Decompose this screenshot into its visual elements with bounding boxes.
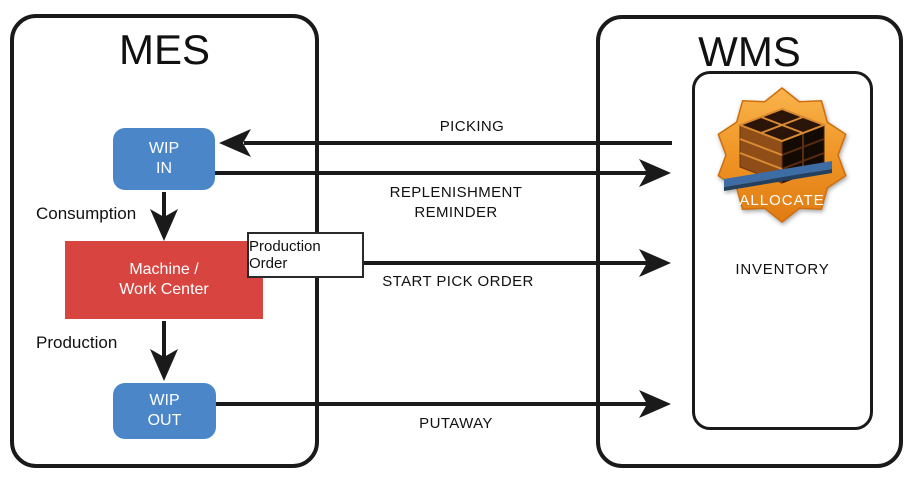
production-order-label: Production Order [249,238,321,272]
replenishment-label: REPLENISHMENT REMINDER [390,183,523,223]
replenishment-label-line2: REMINDER [414,204,498,221]
production-label: Production [36,333,118,352]
machine-work-center-node: Machine / Work Center [65,241,263,319]
mes-title: MES [118,26,210,73]
start-pick-order-label: START PICK ORDER [382,273,534,290]
putaway-label: PUTAWAY [419,415,493,432]
machine-label-line1: Machine / [129,261,199,278]
replenishment-label-line1: REPLENISHMENT [389,184,523,201]
wip-in-label-line2: IN [156,160,172,177]
wip-out-label-line2: OUT [147,412,182,429]
machine-label-line2: Work Center [119,281,209,298]
consumption-label: Consumption [36,204,137,223]
wms-title: WMS [698,28,801,75]
inventory-label: INVENTORY [735,261,830,278]
wip-out-node: WIP OUT [113,383,216,439]
wip-in-label-line1: WIP [148,140,180,157]
pallet-boxes-icon [724,107,832,191]
picking-label: PICKING [439,118,505,135]
production-order-tag: Production Order [247,232,364,278]
allocate-badge-icon: ALLOCATE [717,87,847,223]
wip-out-label-line1: WIP [149,392,180,409]
allocate-label: ALLOCATE [739,192,824,209]
wip-in-node: WIP IN [113,128,215,190]
